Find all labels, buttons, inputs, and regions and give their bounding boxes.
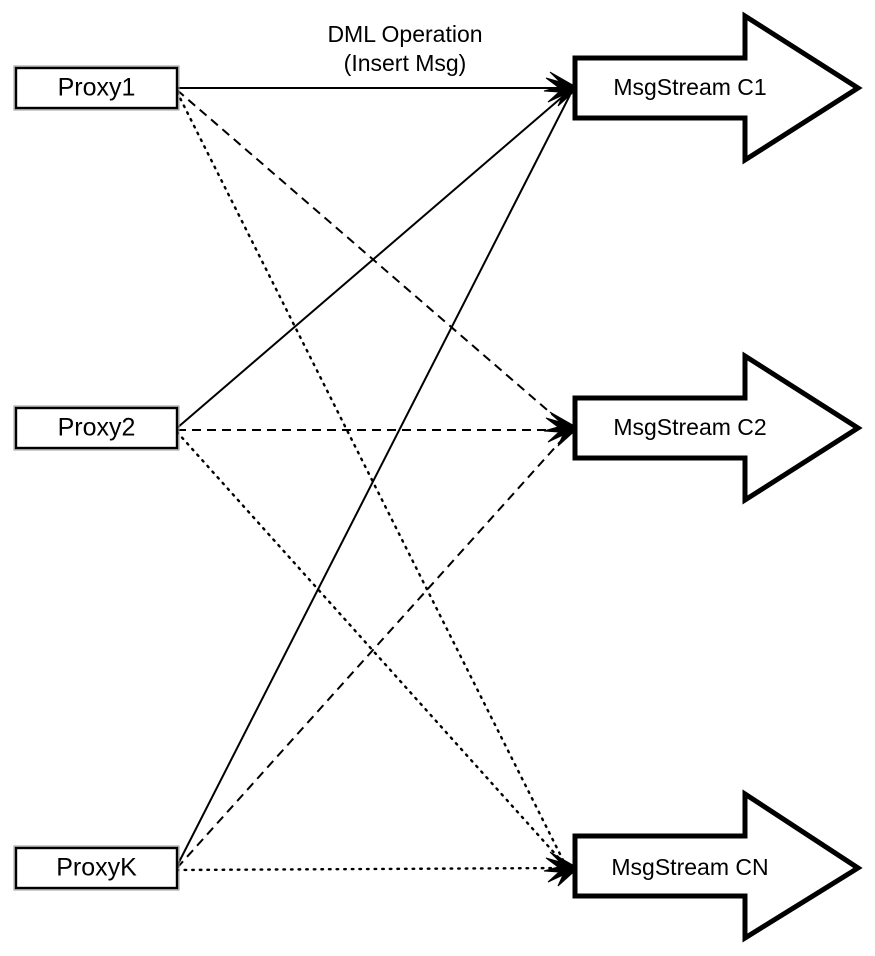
proxy-box-proxy2[interactable] bbox=[14, 406, 179, 450]
edge-proxy2-cn bbox=[175, 430, 568, 868]
edge-proxy2-c1 bbox=[176, 91, 569, 429]
proxy-node-proxy2[interactable]: Proxy2 bbox=[13, 405, 180, 451]
edge-proxyk-cn bbox=[175, 866, 568, 872]
proxy-node-proxy1[interactable]: Proxy1 bbox=[13, 65, 180, 111]
proxy-label: ProxyK bbox=[56, 854, 137, 882]
edge-proxyk-c1 bbox=[176, 94, 571, 867]
dml-operation-annotation: DML Operation (Insert Msg) bbox=[327, 21, 482, 76]
edges-group bbox=[175, 87, 571, 872]
msgstream-node-msgstream-cn[interactable]: MsgStream CN bbox=[572, 789, 863, 943]
msgstream-node-msgstream-c2[interactable]: MsgStream C2 bbox=[572, 351, 863, 505]
msgstream-label: MsgStream CN bbox=[611, 854, 768, 880]
arrowhead-c1 bbox=[543, 71, 579, 107]
msgstream-nodes-group: MsgStream C1 MsgStream C2 MsgStream CN bbox=[572, 11, 863, 943]
dml-operation-line1: DML Operation bbox=[327, 21, 482, 47]
dml-operation-line2: (Insert Msg) bbox=[344, 50, 467, 76]
arrowhead-cn bbox=[543, 851, 579, 887]
msgstream-block-arrow-msgstream-c2[interactable] bbox=[572, 351, 863, 505]
msgstream-block-arrow-msgstream-cn[interactable] bbox=[572, 789, 863, 943]
msgstream-label: MsgStream C1 bbox=[613, 74, 766, 100]
proxy-label: Proxy1 bbox=[58, 74, 136, 102]
proxy-node-proxyk[interactable]: ProxyK bbox=[13, 845, 180, 891]
proxy-box-outline bbox=[13, 405, 180, 451]
msgstream-block-arrow-msgstream-c1[interactable] bbox=[572, 11, 863, 165]
msgstream-label: MsgStream C2 bbox=[613, 414, 766, 440]
edge-proxyk-c2 bbox=[176, 432, 569, 869]
msgstream-node-msgstream-c1[interactable]: MsgStream C1 bbox=[572, 11, 863, 165]
proxy-box-proxyk[interactable] bbox=[14, 846, 179, 890]
proxy-box-outline bbox=[13, 845, 180, 891]
proxy-box-outline bbox=[13, 65, 180, 111]
edge-proxy1-cn bbox=[175, 90, 568, 868]
arrowhead-c2 bbox=[543, 411, 579, 447]
arrowheads-group bbox=[543, 71, 579, 887]
proxy-box-proxy1[interactable] bbox=[14, 66, 179, 110]
proxy-label: Proxy2 bbox=[58, 414, 136, 442]
